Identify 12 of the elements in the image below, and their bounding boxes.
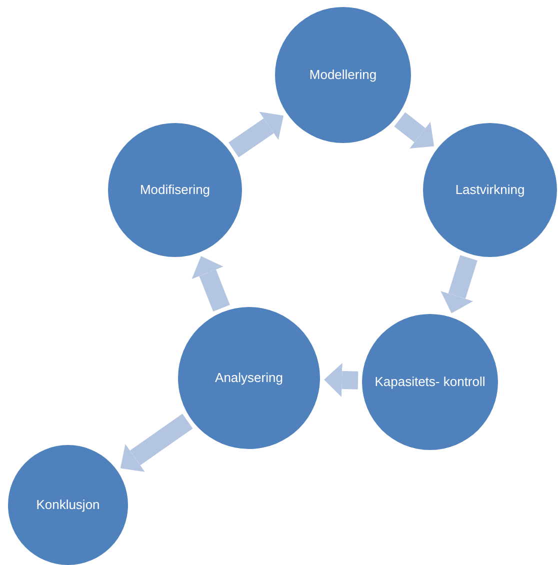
node-label: Lastvirkning [455,182,525,198]
node-label: Analysering [215,370,283,386]
block-arrow [192,256,230,312]
node-label: Kapasitets- kontroll [374,374,486,390]
node-label: Modellering [309,66,377,84]
block-arrow [394,112,434,149]
node-label: Konklusjon [36,496,100,514]
block-arrow [440,255,478,314]
block-arrow [120,414,193,472]
node-label: Modifisering [140,182,210,198]
block-arrow [324,363,358,398]
block-arrow [228,112,284,158]
